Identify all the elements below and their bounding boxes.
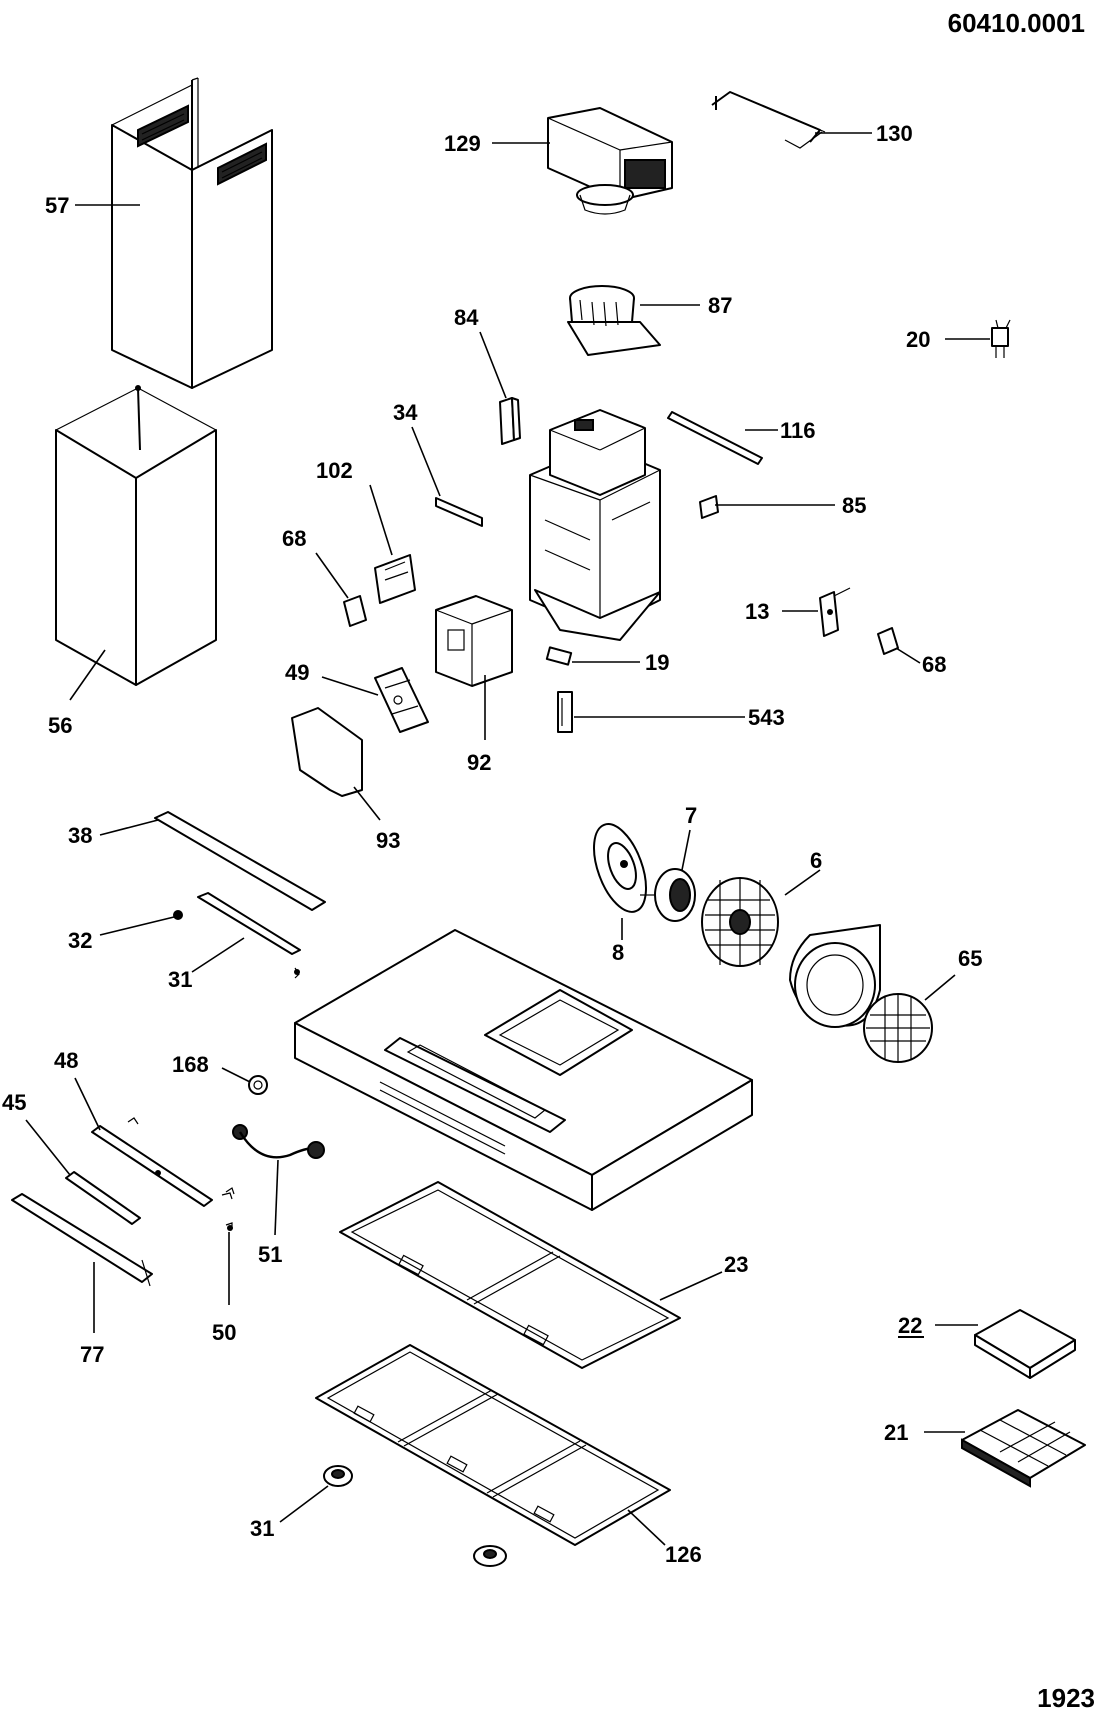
label-116: 116 xyxy=(780,418,816,443)
part-126-mesh-filters xyxy=(315,1344,671,1546)
label-48: 48 xyxy=(54,1048,78,1073)
part-45-strip xyxy=(65,1171,141,1225)
part-57-upper-chimney xyxy=(111,77,273,389)
drawing-number: 60410.0001 xyxy=(948,8,1085,38)
part-13-switch xyxy=(819,587,851,637)
part-129-vent-adapter xyxy=(547,107,673,215)
part-19-connector xyxy=(545,646,573,666)
label-68-right: 68 xyxy=(922,652,946,677)
part-68-relay-left xyxy=(343,595,367,627)
label-93: 93 xyxy=(376,828,400,853)
hood-canopy xyxy=(294,929,753,1211)
label-87: 87 xyxy=(708,293,732,318)
part-32-screw xyxy=(173,910,183,920)
label-20: 20 xyxy=(906,327,930,352)
label-56: 56 xyxy=(48,713,72,738)
part-48-strip xyxy=(91,1117,235,1207)
part-87-damper-collar xyxy=(567,285,661,356)
part-56-lower-chimney xyxy=(55,385,217,686)
part-20-plug xyxy=(991,319,1011,358)
label-49: 49 xyxy=(285,660,309,685)
page-number: 1923 xyxy=(1037,1683,1095,1713)
part-22-charcoal-pad xyxy=(974,1309,1076,1379)
label-7: 7 xyxy=(685,803,697,828)
label-168: 168 xyxy=(172,1052,209,1077)
label-13: 13 xyxy=(745,599,769,624)
label-77: 77 xyxy=(80,1342,104,1367)
label-51: 51 xyxy=(258,1242,282,1267)
part-543-switch xyxy=(557,691,573,733)
part-84-switch xyxy=(499,397,521,445)
label-38: 38 xyxy=(68,823,92,848)
label-31-lower: 31 xyxy=(250,1516,274,1541)
part-168-grommet xyxy=(248,1075,268,1095)
label-22: 22 xyxy=(898,1313,922,1338)
part-77-strip xyxy=(11,1193,153,1287)
cap-icon xyxy=(473,1545,507,1567)
part-116-rail xyxy=(667,411,763,465)
label-126: 126 xyxy=(665,1542,702,1567)
label-85: 85 xyxy=(842,493,866,518)
label-92: 92 xyxy=(467,750,491,775)
label-32: 32 xyxy=(68,928,92,953)
label-68-left: 68 xyxy=(282,526,306,551)
label-130: 130 xyxy=(876,121,913,146)
label-34: 34 xyxy=(393,400,418,425)
part-34-light-bar xyxy=(435,497,483,527)
part-93-plate xyxy=(291,707,363,797)
label-8: 8 xyxy=(612,940,624,965)
label-50: 50 xyxy=(212,1320,236,1345)
label-84: 84 xyxy=(454,305,479,330)
label-23: 23 xyxy=(724,1252,748,1277)
part-7-motor xyxy=(640,868,696,922)
label-6: 6 xyxy=(810,848,822,873)
part-51-wire-harness xyxy=(232,1124,325,1159)
part-38-trim-strip xyxy=(154,811,326,911)
part-85-clip xyxy=(699,495,719,519)
part-8-motor-mount xyxy=(593,823,647,913)
part-31-cap-lower xyxy=(323,1465,353,1487)
label-543: 543 xyxy=(748,705,785,730)
label-31-upper: 31 xyxy=(168,967,192,992)
part-23-filter-frame xyxy=(339,1181,681,1369)
part-21-charcoal-filter-frame xyxy=(961,1409,1086,1488)
part-102-bracket xyxy=(374,554,416,604)
part-49-circuit-board xyxy=(374,667,429,733)
label-129: 129 xyxy=(444,131,481,156)
label-102: 102 xyxy=(316,458,353,483)
label-57: 57 xyxy=(45,193,69,218)
label-21: 21 xyxy=(884,1420,908,1445)
part-68-relay-right xyxy=(877,627,899,655)
part-92-control-housing xyxy=(435,595,513,687)
part-50-screws xyxy=(221,1192,233,1231)
label-19: 19 xyxy=(645,650,669,675)
part-31-strip-upper xyxy=(197,892,301,979)
part-6-blower-wheel xyxy=(701,877,779,967)
label-65: 65 xyxy=(958,946,982,971)
part-65-blower-housing xyxy=(789,924,933,1063)
part-130-bracket xyxy=(711,91,826,149)
motor-housing-frame xyxy=(529,409,661,641)
label-45: 45 xyxy=(2,1090,26,1115)
